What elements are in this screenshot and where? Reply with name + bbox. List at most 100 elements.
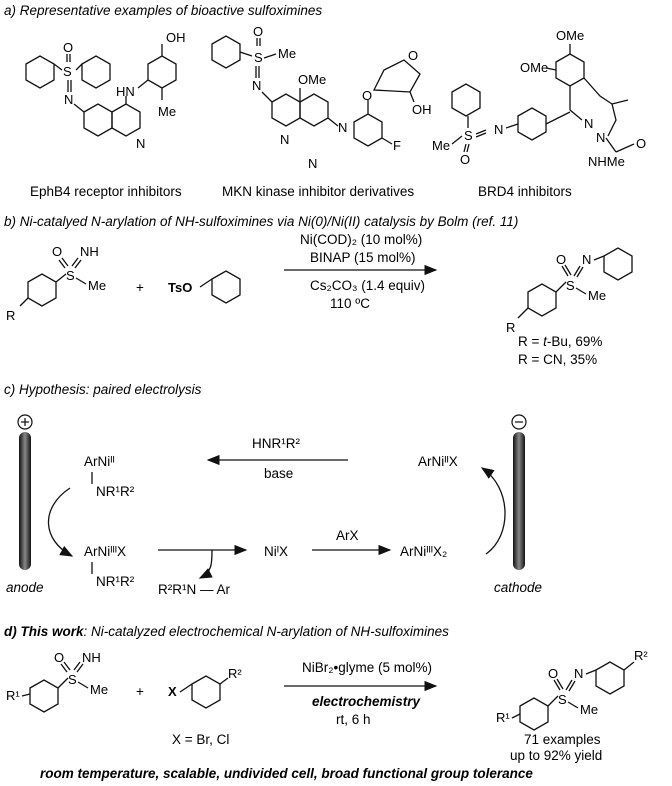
fluorine-label: F	[393, 138, 401, 153]
methoxy-label: OMe	[298, 72, 326, 87]
anode-electrode: anode	[6, 414, 44, 595]
cathode-electrode: cathode	[494, 414, 542, 595]
methyl-label: Me	[278, 46, 296, 61]
nitrogen-atom: N	[494, 122, 503, 137]
section-b: b) Ni-catalyed N-arylation of NH-sulfoxi…	[4, 214, 633, 367]
nitrogen-atom: N	[308, 156, 317, 171]
ephb4-label: EphB4 receptor inhibitors	[30, 184, 182, 199]
oxolane-ring	[372, 59, 421, 93]
species-ni-i-x: NiᴵX	[264, 544, 288, 559]
sulfur-atom: S	[66, 268, 75, 283]
oxygen-atom: O	[253, 24, 263, 39]
nh-label: NH	[82, 650, 101, 665]
halide-label: X	[168, 684, 177, 699]
species-arni-iii-x: ArNiᴵᴵᴵX	[84, 544, 126, 559]
cathode-curved-arrow	[480, 467, 506, 555]
nitrogen-atom: N	[64, 92, 73, 107]
methyl-label: Me	[90, 682, 108, 697]
cathode-rod	[513, 432, 525, 570]
oxygen-atom: O	[362, 88, 372, 103]
brd4-structure: OMe OMe N N O NHMe N S O Me	[432, 28, 646, 169]
oxygen-atom: O	[460, 152, 470, 167]
footer-summary: room temperature, scalable, undivided ce…	[40, 766, 533, 781]
anode-curved-arrow	[47, 487, 74, 557]
aryl-ring	[527, 283, 557, 317]
aryl-ring	[353, 113, 383, 147]
quinoline-ring	[111, 103, 141, 137]
sulfur-atom: S	[566, 278, 575, 293]
oxygen-atom: O	[636, 136, 646, 151]
anode-rod	[19, 432, 31, 570]
result-tbu: R = t-Bu, 69%	[518, 334, 602, 349]
amine-label: HN	[116, 84, 135, 99]
halide-definition: X = Br, Cl	[172, 732, 229, 747]
arrow-amine-reagent: HNR¹R²	[252, 436, 300, 451]
section-b-title: b) Ni-catalyed N-arylation of NH-sulfoxi…	[4, 214, 518, 229]
oxygen-atom: O	[63, 40, 73, 55]
sulfur-atom: S	[63, 64, 72, 79]
nitrogen-atom: N	[574, 666, 583, 681]
phenol-ring	[147, 55, 177, 89]
aryl-ring	[191, 675, 221, 709]
plus-sign: +	[136, 280, 144, 295]
plus-sign: +	[136, 684, 144, 699]
oxygen-atom: O	[556, 252, 566, 267]
sulfur-atom: S	[254, 50, 263, 65]
nitrogen-atom: N	[252, 78, 261, 93]
condition-temperature: 110 ºC	[330, 296, 370, 311]
sulfur-atom: S	[558, 692, 567, 707]
section-c-title: c) Hypothesis: paired electrolysis	[4, 382, 202, 397]
methylamide-label: NHMe	[588, 154, 625, 169]
condition-catalyst: NiBr₂•glyme (5 mol%)	[302, 660, 432, 675]
section-a: a) Representative examples of bioactive …	[4, 3, 646, 199]
brd4-label: BRD4 inhibitors	[478, 184, 572, 199]
species-amine-bottom: NR¹R²	[96, 574, 135, 589]
aryl-ring	[27, 273, 57, 307]
product-release-arrow	[198, 549, 213, 579]
cathode-label: cathode	[494, 580, 542, 595]
quinazoline-ring	[271, 93, 301, 127]
r1-group-label: R¹	[496, 710, 510, 725]
aryl-ring	[517, 107, 547, 141]
amine-label: N	[338, 120, 347, 135]
hydroxyl-label: OH	[166, 30, 186, 45]
condition-catalyst: Ni(COD)₂ (10 mol%)	[300, 232, 422, 247]
methyl-label: Me	[88, 278, 106, 293]
nitrogen-atom: N	[280, 132, 289, 147]
r2-group-label: R²	[228, 666, 242, 681]
sulfur-atom: S	[464, 128, 473, 143]
examples-count: 71 examples	[524, 732, 601, 747]
section-a-title: a) Representative examples of bioactive …	[4, 3, 322, 18]
nh-label: NH	[80, 244, 99, 259]
phenyl-ring	[211, 35, 241, 69]
condition-ligand: BINAP (15 mol%)	[310, 250, 416, 265]
phenyl-ring	[451, 83, 481, 117]
methoxy-label: OMe	[520, 60, 548, 75]
nitrogen-atom: N	[582, 252, 591, 267]
r-group-label: R	[506, 320, 515, 335]
phenyl-ring	[25, 55, 55, 89]
species-arni-ii: ArNiᴵᴵ	[84, 454, 115, 469]
aryl-halide-reactant: X R²	[168, 666, 242, 709]
dimethoxy-ring	[555, 53, 585, 87]
mkn-label: MKN kinase inhibitor derivatives	[222, 184, 414, 199]
species-product: R²R¹N — Ar	[158, 582, 231, 597]
oxygen-atom: O	[52, 244, 62, 259]
methyl-label: Me	[588, 288, 606, 303]
tosylate-label: TsO	[168, 280, 192, 295]
section-d: d) This work: Ni-catalyzed electrochemic…	[4, 624, 648, 781]
aryl-ring	[29, 679, 59, 713]
result-cn: R = CN, 35%	[518, 352, 597, 367]
sulfoximine-reactant: R S NH O Me	[6, 244, 106, 323]
d-product: R¹ S O N R² Me	[496, 648, 648, 731]
arrow-arx-reagent: ArX	[336, 528, 359, 543]
oxygen-atom: O	[408, 48, 418, 63]
sulfur-atom: S	[68, 672, 77, 687]
r2-group-label: R²	[634, 648, 648, 663]
phenyl-ring	[603, 247, 633, 281]
methyl-label: Me	[432, 138, 450, 153]
methyl-label: Me	[580, 702, 598, 717]
quinoline-ring	[83, 103, 113, 137]
aryl-ring	[595, 661, 625, 695]
